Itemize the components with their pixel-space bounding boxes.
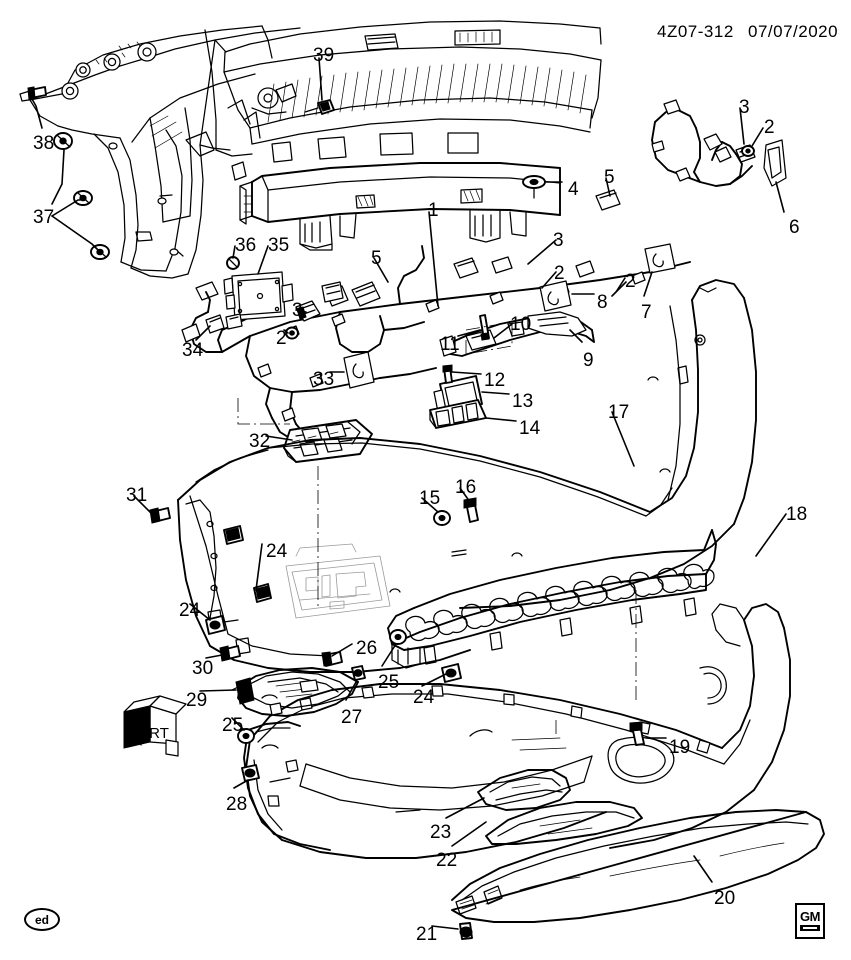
callout-number-14: 14 — [519, 418, 541, 439]
callout-number-9: 9 — [583, 350, 594, 371]
rear-bumper-energy-absorber-16 — [387, 529, 717, 669]
callout-number-11: 11 — [440, 334, 460, 355]
callout-number-3: 3 — [739, 97, 750, 118]
fastener-group-lower — [149, 497, 645, 940]
park-assist-control-module-group — [223, 256, 344, 340]
callout-number-17: 17 — [608, 402, 630, 423]
callout-number-38: 38 — [33, 133, 55, 154]
callout-number-23: 23 — [430, 822, 452, 843]
callout-number-24: 24 — [179, 600, 201, 621]
callout-number-2: 2 — [625, 271, 636, 292]
callout-number-37: 37 — [33, 207, 55, 228]
gm-logo-text: GM — [800, 909, 820, 924]
callout-number-33: 33 — [313, 369, 335, 390]
fascia-lower-left-corner — [243, 721, 331, 851]
sensor-retainer-bezels — [343, 243, 676, 389]
callout-number-21: 21 — [416, 924, 438, 945]
callout-number-1: 1 — [428, 200, 439, 221]
callout-number-5: 5 — [371, 248, 382, 269]
callout-number-24: 24 — [266, 541, 288, 562]
callout-number-3: 3 — [292, 300, 303, 321]
body-quarter-panel-group — [19, 25, 301, 279]
small-trim-pieces — [477, 769, 643, 845]
callout-number-25: 25 — [378, 672, 400, 693]
callout-number-2: 2 — [276, 328, 287, 349]
sensor-module-and-bracket — [429, 364, 487, 429]
rear-bumper-fascia-17 — [177, 279, 757, 673]
callout-number-34: 34 — [182, 340, 204, 361]
callout-number-29: 29 — [186, 690, 208, 711]
svg-text:FRT: FRT — [140, 725, 169, 742]
callout-number-6: 6 — [789, 217, 800, 238]
fastener-group-upper-left — [27, 86, 546, 260]
construction-dash-lines — [237, 398, 637, 736]
callout-number-3: 3 — [553, 230, 564, 251]
callout-number-39: 39 — [313, 45, 335, 66]
callout-number-4: 4 — [568, 179, 579, 200]
license-plate-pocket-phantom — [285, 543, 391, 619]
callout-number-15: 15 — [419, 488, 441, 509]
callout-number-35: 35 — [268, 235, 290, 256]
callout-number-18: 18 — [786, 504, 808, 525]
callout-number-22: 22 — [436, 850, 458, 871]
frt-direction-marker: FRT — [123, 695, 187, 757]
callout-number-7: 7 — [641, 302, 652, 323]
callout-number-27: 27 — [341, 707, 363, 728]
callout-number-19: 19 — [669, 737, 691, 758]
callout-number-12: 12 — [484, 370, 506, 391]
callout-number-16: 16 — [455, 477, 477, 498]
callout-number-2: 2 — [764, 117, 775, 138]
callout-number-36: 36 — [235, 235, 257, 256]
absorber-cells — [405, 563, 715, 642]
leader-lines — [31, 57, 787, 930]
callout-number-28: 28 — [226, 794, 248, 815]
callout-number-5: 5 — [604, 167, 615, 188]
callout-number-24: 24 — [413, 687, 435, 708]
rear-object-sensor-harness-right — [651, 99, 787, 187]
callout-number-30: 30 — [192, 658, 214, 679]
lower-fascia-lamp-assembly — [235, 667, 359, 717]
callout-number-8: 8 — [597, 292, 608, 313]
tow-hook-and-bracket-group — [439, 311, 595, 357]
callout-number-26: 26 — [356, 638, 378, 659]
callout-number-10: 10 — [510, 314, 532, 335]
editor-mark: ed — [24, 908, 60, 931]
callout-number-20: 20 — [714, 888, 736, 909]
drawing-code: 4Z07-312 — [657, 22, 734, 41]
lower-deflector-20 — [451, 809, 825, 923]
lower-rear-valance-18 — [245, 603, 791, 859]
callout-number-31: 31 — [126, 485, 148, 506]
callout-number-2: 2 — [554, 263, 565, 284]
gm-logo-bar — [800, 925, 820, 931]
drawing-date: 07/07/2020 — [748, 22, 839, 41]
rear-body-opening-group — [185, 20, 602, 251]
valance-clip-bumps — [267, 685, 711, 807]
callout-number-32: 32 — [249, 431, 271, 452]
callout-number-13: 13 — [512, 391, 534, 412]
callout-number-25: 25 — [222, 715, 244, 736]
gm-logo: GM — [795, 903, 825, 939]
